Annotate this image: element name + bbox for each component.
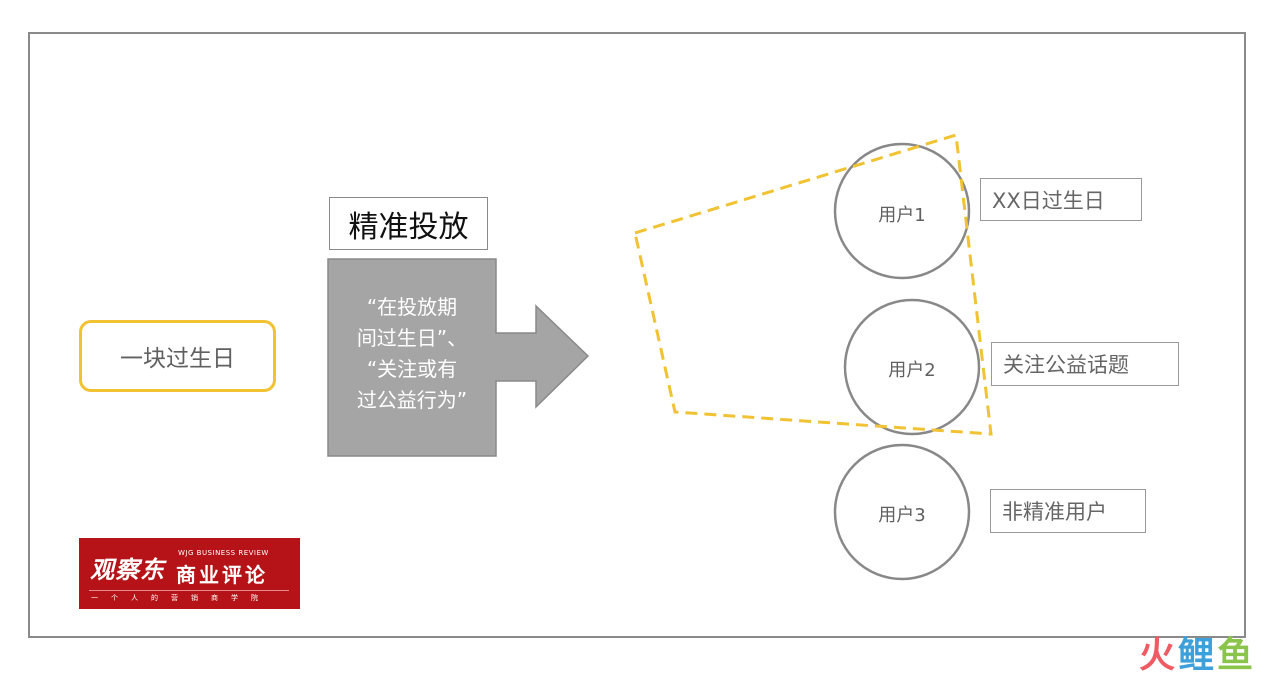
logo-name-en: WJG BUSINESS REVIEW [178, 549, 269, 557]
source-event-box: 一块过生日 [79, 320, 276, 392]
user-circle-2 [843, 298, 981, 436]
user-tag-3: 非精准用户 [990, 489, 1146, 533]
logo-name-review: 商业评论 [176, 563, 268, 587]
user-label-2: 用户2 [888, 360, 936, 381]
user-tag-text: 关注公益话题 [1003, 353, 1129, 377]
user-tag-text: XX日过生日 [992, 188, 1105, 213]
user-circle-3 [833, 443, 971, 581]
user-circle-1 [833, 142, 971, 280]
user-label-3: 用户3 [878, 505, 926, 526]
condition-line: “关注或有 [366, 357, 458, 381]
user-tag-2: 关注公益话题 [991, 342, 1179, 386]
source-event-label: 一块过生日 [120, 346, 235, 372]
watermark-char: 火 [1138, 635, 1178, 676]
user-tag-text: 非精准用户 [1002, 500, 1107, 524]
targeting-arrow [327, 258, 590, 457]
watermark-logo: 火鲤鱼 [1139, 626, 1256, 678]
targeting-condition: “在投放期 间过生日”、 “关注或有 过公益行为” [328, 292, 496, 416]
targeting-title: 精准投放 [348, 209, 469, 245]
logo-name-cn: 观察东 [90, 555, 165, 584]
targeting-selection-region [633, 133, 993, 436]
condition-line: 过公益行为” [356, 388, 468, 412]
condition-line: 间过生日”、 [356, 326, 468, 350]
user-label-1: 用户1 [878, 205, 926, 226]
user-tag-1: XX日过生日 [980, 178, 1142, 221]
logo-divider [89, 590, 289, 591]
condition-line: “在投放期 [366, 295, 458, 319]
watermark-char: 鲤 [1177, 635, 1217, 676]
targeting-title-box: 精准投放 [329, 197, 488, 250]
brand-logo: 观察东 WJG BUSINESS REVIEW 商业评论 一个人的营销商学院 [79, 538, 300, 609]
watermark-char: 鱼 [1216, 635, 1256, 676]
logo-slogan: 一个人的营销商学院 [91, 594, 271, 602]
